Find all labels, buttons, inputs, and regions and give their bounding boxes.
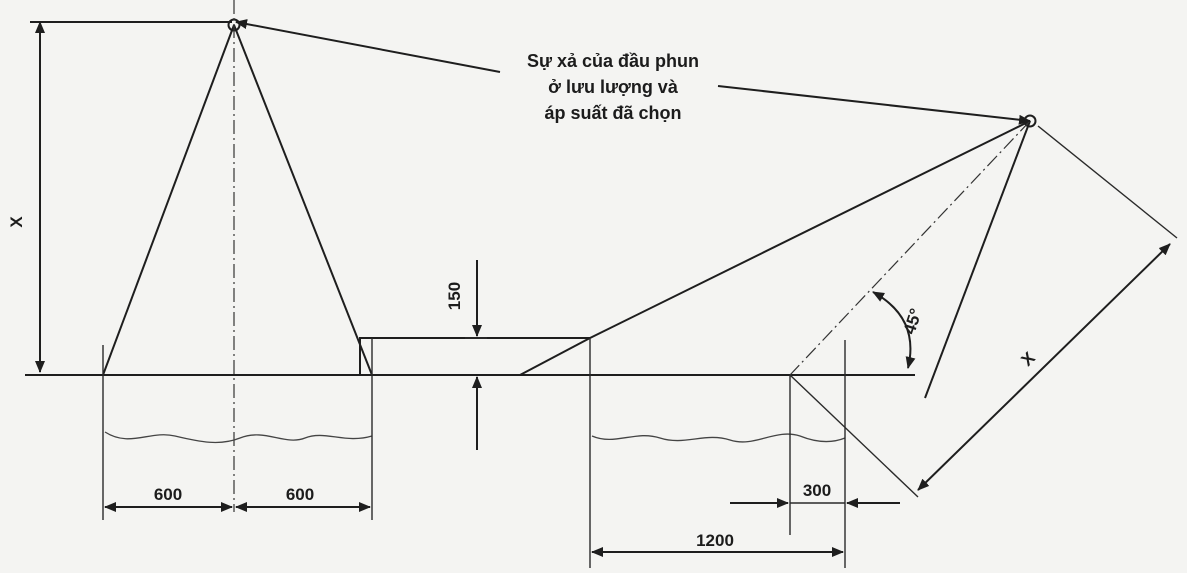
- annotation-line-3: áp suất đã chọn: [544, 103, 681, 123]
- right-height-label: X: [1018, 348, 1040, 370]
- right-cone-edge-upper: [589, 120, 1031, 339]
- right-cone-edge-lower: [924, 120, 1031, 399]
- right-centerline: [789, 120, 1031, 376]
- left-height-label: X: [7, 216, 26, 228]
- annotation-leader-left: [235, 19, 501, 73]
- right-height-dimension: [917, 243, 1171, 491]
- right-height-extension: [1037, 125, 1178, 239]
- annotation-leader-right: [717, 85, 1031, 125]
- water-wave-right: [591, 433, 846, 443]
- angle-arc: [872, 291, 916, 369]
- water-wave-left: [104, 431, 373, 444]
- annotation-line-1: Sự xả của đầu phun: [527, 51, 699, 71]
- step-ramp: [519, 337, 591, 376]
- dimension-300-label: 300: [803, 481, 831, 500]
- annotation-line-2: ở lưu lượng và: [548, 77, 679, 97]
- right-perpendicular-base: [789, 374, 919, 498]
- dimension-600-left-label: 600: [154, 485, 182, 504]
- dimension-1200-label: 1200: [696, 531, 734, 550]
- left-cone-edge-left: [102, 24, 235, 376]
- raised-step: [359, 337, 590, 375]
- angle-label: 45°: [900, 306, 926, 337]
- dimension-600-right-label: 600: [286, 485, 314, 504]
- left-cone-edge-right: [233, 24, 373, 376]
- dimension-150-label: 150: [445, 282, 464, 310]
